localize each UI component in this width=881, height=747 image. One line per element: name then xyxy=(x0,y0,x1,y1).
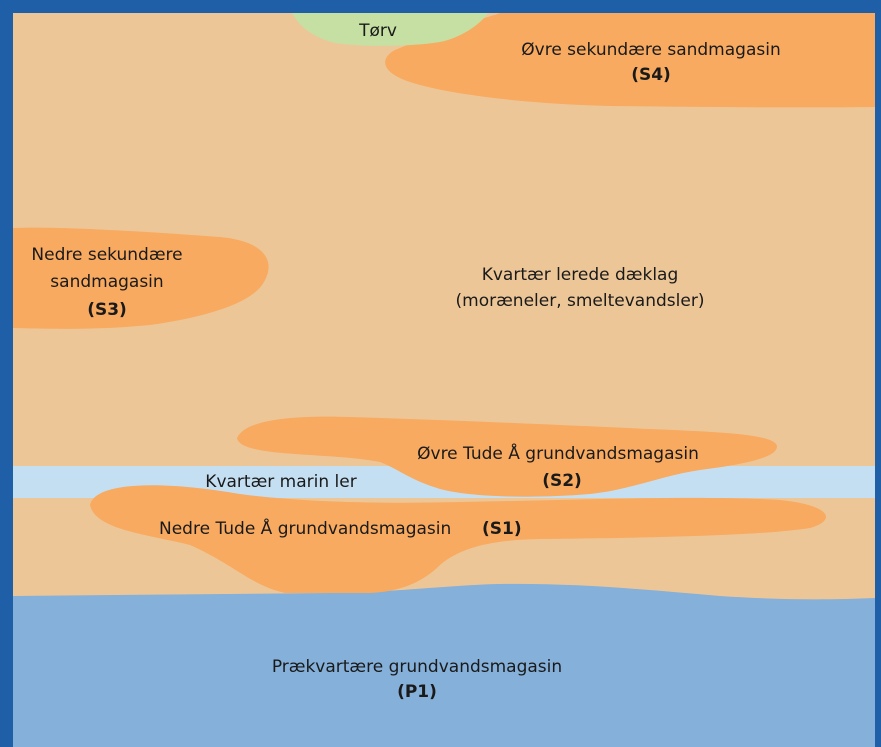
s1-code: (S1) xyxy=(482,519,522,539)
cover-label-line1: Kvartær lerede dæklag xyxy=(482,265,679,285)
s3-code: (S3) xyxy=(87,300,127,320)
s3-label-line1: Nedre sekundære xyxy=(31,245,182,265)
prequaternary-aquifer-layer xyxy=(13,583,875,747)
s4-label: Øvre sekundære sandmagasin xyxy=(521,40,780,60)
s2-code: (S2) xyxy=(542,471,582,491)
s3-aquifer-lens xyxy=(13,227,269,329)
cover-label-line2: (moræneler, smeltevandsler) xyxy=(456,291,705,311)
marine-clay-label: Kvartær marin ler xyxy=(205,472,356,492)
s1-aquifer-lens xyxy=(90,485,826,593)
s2-label: Øvre Tude Å grundvandsmagasin xyxy=(417,442,699,464)
s4-aquifer-lens xyxy=(385,13,875,108)
s2-aquifer-lens xyxy=(237,416,778,497)
s1-label: Nedre Tude Å grundvandsmagasin xyxy=(159,517,451,539)
s3-label-line2: sandmagasin xyxy=(50,272,163,292)
p1-code: (P1) xyxy=(397,682,437,702)
s4-code: (S4) xyxy=(631,65,671,85)
peat-label: Tørv xyxy=(358,21,397,41)
peat-layer xyxy=(292,13,488,46)
p1-label: Prækvartære grundvandsmagasin xyxy=(272,657,562,677)
